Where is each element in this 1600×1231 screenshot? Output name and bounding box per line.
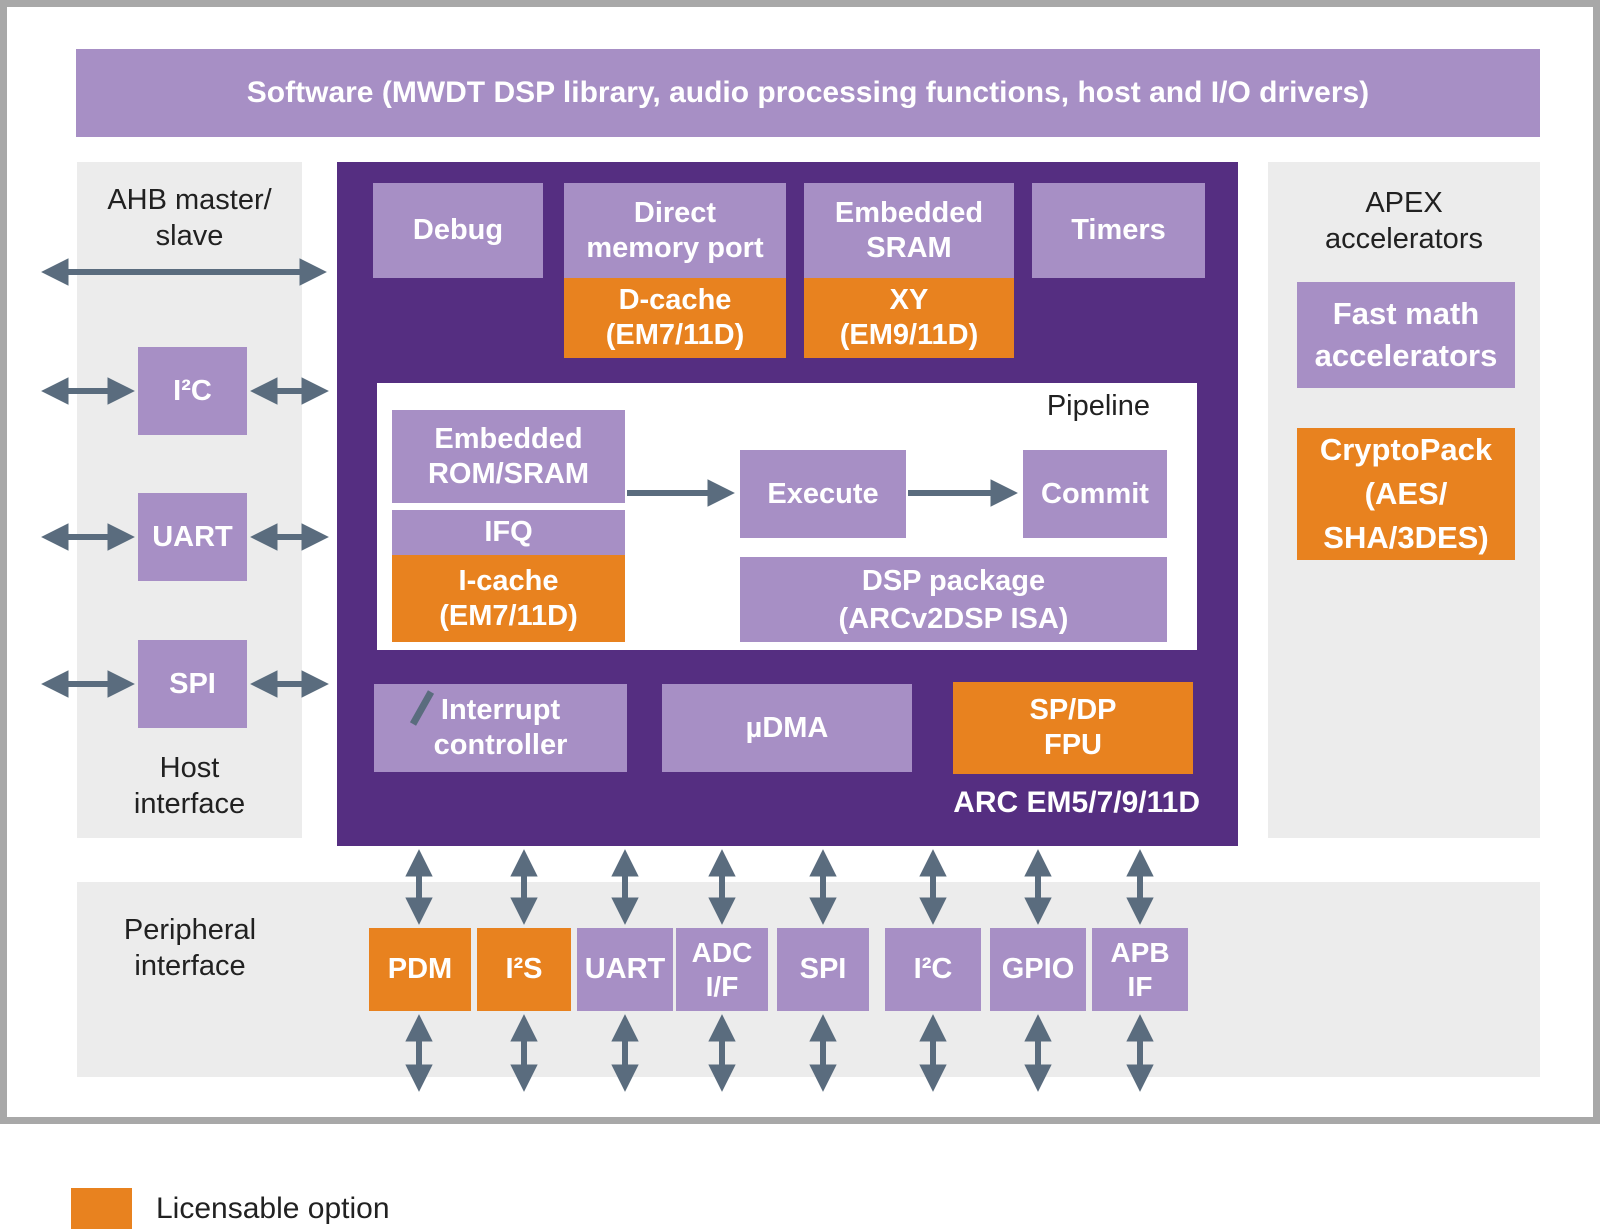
peripheral-block-gpio: GPIO	[990, 928, 1086, 1011]
core-block-esram-label: Embedded SRAM	[834, 196, 984, 264]
apex-accelerators-label: APEX accelerators	[1325, 187, 1483, 255]
host-block-spi: SPI	[138, 640, 247, 728]
peripheral-adc-label: ADC I/F	[691, 936, 753, 1002]
pipeline-rom-label: Embedded ROM/SRAM	[427, 422, 590, 490]
pipeline-block-commit: Commit	[1023, 450, 1167, 538]
arc-core-name-label: ARC EM5/7/9/11D	[953, 786, 1200, 819]
pipeline-execute-label: Execute	[767, 477, 879, 510]
host-block-uart: UART	[138, 493, 247, 581]
core-block-xy-memory: XY (EM9/11D)	[804, 278, 1014, 358]
core-block-timers-label: Timers	[1071, 214, 1166, 246]
peripheral-block-apb-if: APB IF	[1092, 928, 1188, 1011]
pipeline-block-embedded-rom-sram: Embedded ROM/SRAM	[392, 410, 625, 503]
peripheral-pdm-label: PDM	[387, 953, 453, 985]
core-block-udma: µDMA	[662, 684, 912, 772]
core-block-fpu: SP/DP FPU	[953, 682, 1193, 774]
peripheral-i2s-label: I²S	[505, 953, 543, 985]
core-block-xy-label: XY (EM9/11D)	[839, 284, 979, 351]
apex-cryptopack-label: CryptoPack (AES/ SHA/3DES)	[1319, 432, 1493, 555]
host-block-spi-label: SPI	[169, 667, 216, 700]
pipeline-commit-label: Commit	[1041, 477, 1149, 510]
host-block-i2c-label: I²C	[173, 374, 212, 407]
core-block-embedded-sram: Embedded SRAM	[804, 183, 1014, 278]
pipeline-block-execute: Execute	[740, 450, 906, 538]
apex-block-fast-math: Fast math accelerators	[1297, 282, 1515, 388]
peripheral-block-i2c: I²C	[885, 928, 981, 1011]
pipeline-dsp-label: DSP package (ARCv2DSP ISA)	[838, 564, 1069, 635]
core-block-dmp-label: Direct memory port	[586, 196, 764, 264]
diagram-border	[0, 0, 1600, 1124]
core-block-interrupt-controller: Interrupt controller	[374, 684, 627, 772]
peripheral-block-adc-if: ADC I/F	[676, 928, 768, 1011]
core-block-debug: Debug	[373, 183, 543, 278]
peripheral-block-spi: SPI	[777, 928, 869, 1011]
core-block-udma-label: µDMA	[745, 711, 829, 744]
core-block-debug-label: Debug	[412, 214, 504, 246]
host-block-uart-label: UART	[152, 520, 233, 553]
peripheral-block-pdm: PDM	[369, 928, 471, 1011]
host-interface-label: Host interface	[133, 752, 246, 820]
peripheral-uart-label: UART	[584, 953, 666, 985]
peripheral-gpio-label: GPIO	[1001, 953, 1075, 985]
legend-licensable-label: Licensable option	[156, 1188, 390, 1229]
core-block-direct-memory-port: Direct memory port	[564, 183, 786, 278]
peripheral-apb-label: APB IF	[1110, 936, 1170, 1002]
pipeline-icache-label: I-cache (EM7/11D)	[439, 564, 578, 632]
apex-block-cryptopack: CryptoPack (AES/ SHA/3DES)	[1297, 428, 1515, 560]
peripheral-spi-label: SPI	[799, 953, 847, 985]
software-banner-label: Software (MWDT DSP library, audio proces…	[246, 76, 1370, 109]
peripheral-block-uart: UART	[577, 928, 673, 1011]
peripheral-i2c-label: I²C	[913, 953, 953, 985]
core-block-timers: Timers	[1032, 183, 1205, 278]
legend-swatch-licensable	[71, 1188, 132, 1229]
pipeline-ifq-label: IFQ	[484, 516, 533, 548]
legend-licensable-text: Licensable option	[156, 1191, 390, 1225]
software-banner: Software (MWDT DSP library, audio proces…	[76, 49, 1540, 137]
peripheral-block-i2s: I²S	[477, 928, 571, 1011]
host-block-i2c: I²C	[138, 347, 247, 435]
core-block-dcache-label: D-cache (EM7/11D)	[605, 284, 745, 351]
pipeline-block-ifq: IFQ	[392, 510, 625, 555]
pipeline-block-icache: I-cache (EM7/11D)	[392, 555, 625, 642]
pipeline-block-dsp-package: DSP package (ARCv2DSP ISA)	[740, 557, 1167, 642]
pipeline-label: Pipeline	[1046, 390, 1150, 422]
peripheral-interface-label: Peripheral interface	[123, 914, 257, 982]
ahb-master-slave-label: AHB master/ slave	[107, 184, 272, 252]
core-block-fpu-label: SP/DP FPU	[1029, 694, 1117, 761]
core-block-interrupt-label: Interrupt controller	[433, 694, 568, 761]
apex-fast-math-label: Fast math accelerators	[1314, 296, 1498, 373]
core-block-dcache: D-cache (EM7/11D)	[564, 278, 786, 358]
